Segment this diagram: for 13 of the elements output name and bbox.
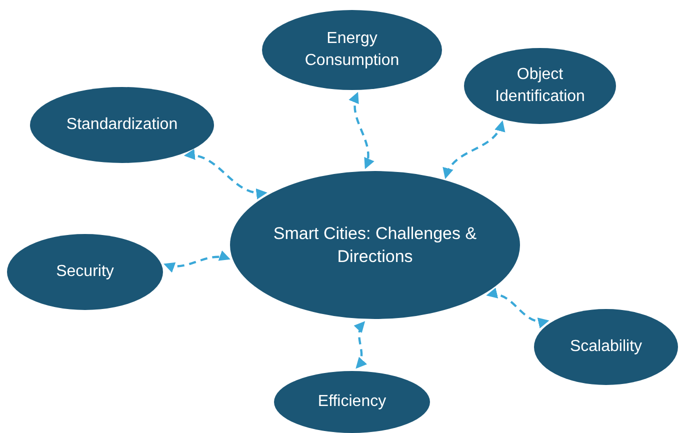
topic-label: Smart Cities: Challenges & Directions: [272, 222, 478, 268]
dashed-arrow: [349, 92, 374, 170]
topic-label: Object Identification: [494, 65, 586, 107]
dashed-arrow: [163, 251, 230, 272]
dashed-arrow: [444, 120, 504, 179]
topic-label: Scalability: [570, 337, 642, 357]
topic-label: Energy Consumption: [304, 29, 400, 71]
dashed-arrow: [184, 150, 268, 198]
topic-label: Efficiency: [318, 392, 386, 412]
topic-label: Standardization: [66, 115, 178, 135]
topic-label: Security: [56, 262, 114, 282]
dashed-arrow: [354, 320, 367, 369]
dashed-arrow: [486, 288, 550, 328]
